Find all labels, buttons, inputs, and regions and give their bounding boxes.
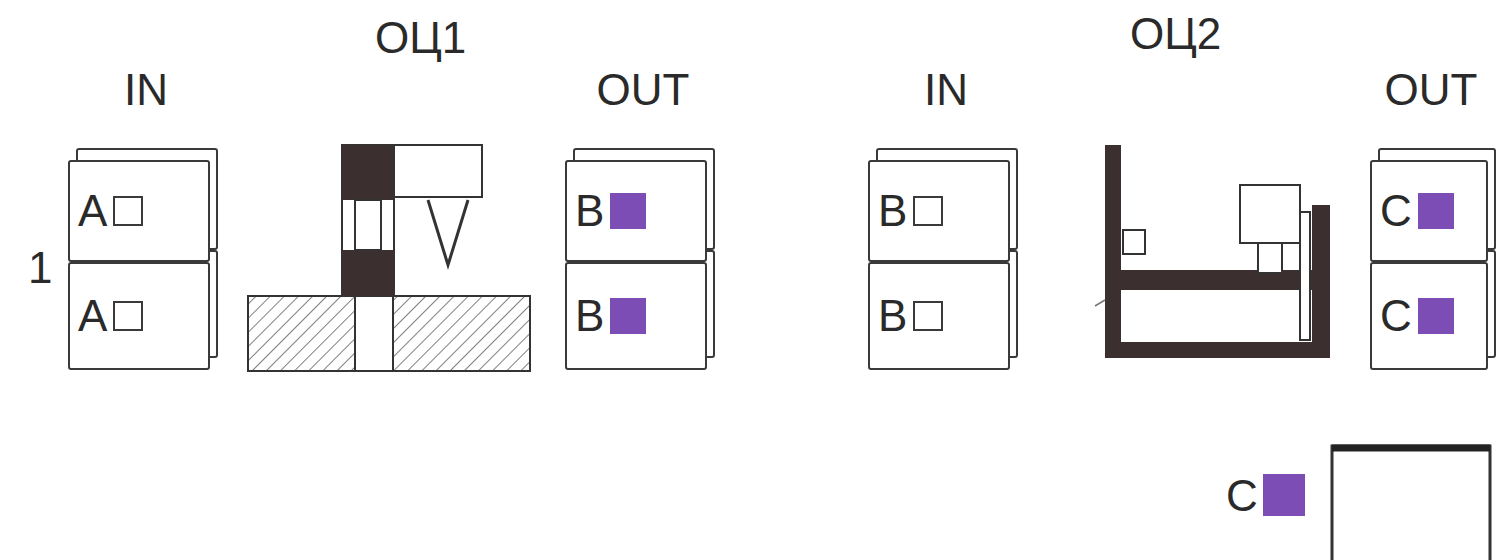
- card-letter: C: [1380, 189, 1412, 233]
- card-stack: OUT B B: [563, 68, 723, 374]
- status-square: [1418, 193, 1454, 229]
- status-square: [610, 193, 646, 229]
- process-card: A: [68, 160, 210, 262]
- card-stack: OUT C C: [1368, 68, 1494, 374]
- process-card: C: [1370, 160, 1488, 262]
- status-square: [913, 196, 943, 226]
- card-letter: A: [78, 189, 107, 233]
- part-label: C: [1226, 474, 1258, 518]
- process-card: A: [68, 262, 210, 370]
- row-number: 1: [28, 246, 52, 290]
- output-bin: [1332, 446, 1490, 560]
- process-card: B: [868, 262, 1010, 370]
- unit-title: ОЦ1: [375, 16, 466, 60]
- lathe-unit: [1095, 145, 1330, 358]
- status-square: [610, 298, 646, 334]
- process-card: C: [1370, 262, 1488, 370]
- card-stack: IN B B: [866, 68, 1026, 374]
- card-stack: IN A A: [66, 68, 226, 374]
- card-letter: C: [1380, 294, 1412, 338]
- stack-heading: IN: [66, 68, 226, 112]
- process-card: B: [565, 160, 707, 262]
- unit-title: ОЦ2: [1130, 12, 1221, 56]
- drill-unit: [248, 145, 530, 371]
- part-marker: [1263, 474, 1305, 516]
- stack-heading: OUT: [1368, 68, 1494, 112]
- process-card: B: [868, 160, 1010, 262]
- stack-heading: IN: [866, 68, 1026, 112]
- card-letter: B: [575, 294, 604, 338]
- status-square: [113, 301, 143, 331]
- stack-heading: OUT: [563, 68, 723, 112]
- card-letter: B: [878, 294, 907, 338]
- process-card: B: [565, 262, 707, 370]
- card-letter: B: [575, 189, 604, 233]
- status-square: [1418, 298, 1454, 334]
- card-letter: B: [878, 189, 907, 233]
- status-square: [113, 196, 143, 226]
- status-square: [913, 301, 943, 331]
- card-letter: A: [78, 294, 107, 338]
